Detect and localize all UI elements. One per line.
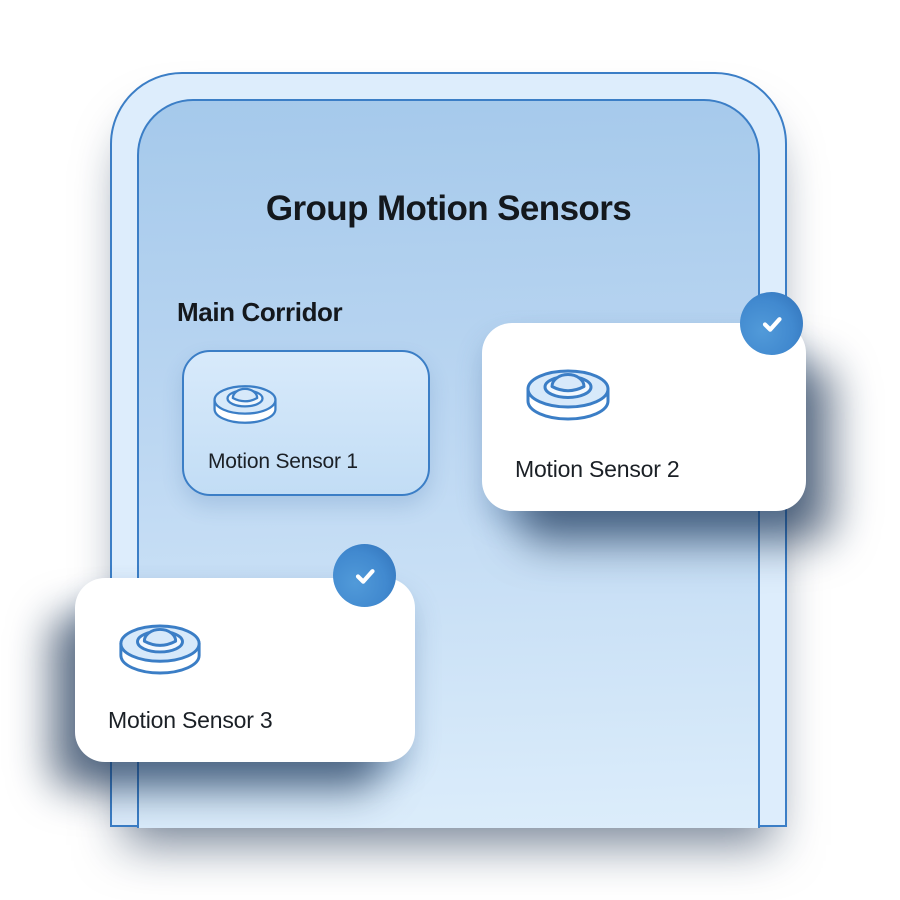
motion-sensor-icon (119, 624, 201, 675)
selected-badge (333, 544, 396, 607)
sensor-card-label: Motion Sensor 3 (108, 707, 273, 733)
sensor-card-label: Motion Sensor 1 (208, 450, 358, 473)
sensor-card-motion-sensor-3[interactable]: Motion Sensor 3 (75, 544, 415, 762)
motion-sensor-icon (213, 385, 277, 424)
sensor-card-label: Motion Sensor 2 (515, 456, 680, 482)
sensor-card-motion-sensor-2[interactable]: Motion Sensor 2 (482, 292, 806, 511)
group-name-label: Main Corridor (177, 297, 343, 327)
motion-sensor-icon (526, 369, 610, 421)
page-title: Group Motion Sensors (265, 189, 632, 228)
check-icon (355, 568, 375, 584)
check-icon (762, 316, 782, 332)
selected-badge (740, 292, 803, 355)
sensor-card-motion-sensor-1[interactable]: Motion Sensor 1 (182, 350, 430, 496)
